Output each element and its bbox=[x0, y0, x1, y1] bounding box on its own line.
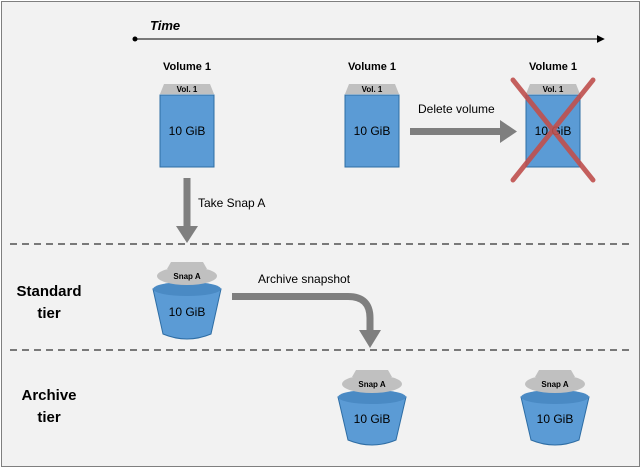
snapshot-tag-shape bbox=[167, 262, 207, 269]
volume-tag: Vol. 1 bbox=[543, 85, 564, 94]
snapshot-size: 10 GiB bbox=[354, 412, 391, 426]
snapshot-bucket-standard: Snap A 10 GiB bbox=[152, 262, 222, 340]
snapshot-tag-shape bbox=[535, 370, 575, 377]
standard-tier-label-line2: tier bbox=[37, 305, 61, 322]
volume-tag-shape bbox=[345, 84, 399, 94]
volume-tag: Vol. 1 bbox=[362, 85, 383, 94]
bucket-rim bbox=[153, 282, 221, 296]
volume-card-1: Volume 1 Vol. 1 10 GiB bbox=[159, 61, 215, 168]
snapshot-size: 10 GiB bbox=[537, 412, 574, 426]
volume-card-2: Volume 1 Vol. 1 10 GiB bbox=[344, 61, 400, 168]
snapshot-tag: Snap A bbox=[173, 272, 200, 281]
volume-tag-shape bbox=[526, 84, 580, 94]
snapshot-tag: Snap A bbox=[541, 380, 568, 389]
archive-snapshot-arrow bbox=[232, 293, 381, 348]
volume-tag-shape bbox=[160, 84, 214, 94]
archive-tier-label-line1: Archive bbox=[21, 387, 76, 404]
volume-title: Volume 1 bbox=[348, 61, 396, 73]
bucket-body bbox=[520, 396, 590, 446]
delete-volume-label: Delete volume bbox=[418, 102, 495, 116]
archive-snapshot-label: Archive snapshot bbox=[258, 272, 351, 286]
volume-body bbox=[344, 94, 400, 168]
volume-card-3: Volume 1 Vol. 1 10 GiB bbox=[510, 61, 596, 183]
bucket-rim bbox=[338, 390, 406, 404]
timeline-label: Time bbox=[150, 18, 180, 33]
bucket-body bbox=[337, 396, 407, 446]
delete-volume-arrow bbox=[410, 120, 517, 143]
snapshot-bucket-archive-1: Snap A 10 GiB bbox=[337, 370, 407, 446]
take-snap-arrow bbox=[176, 178, 198, 243]
snapshot-size: 10 GiB bbox=[169, 305, 206, 319]
snapshot-tag-base bbox=[342, 375, 402, 393]
snapshot-tag: Snap A bbox=[358, 380, 385, 389]
snapshot-tag-shape bbox=[352, 370, 392, 377]
bucket-body bbox=[152, 288, 222, 340]
snapshot-tag-base bbox=[157, 267, 217, 285]
volume-size: 10 GiB bbox=[169, 124, 206, 138]
archive-tier-label-line2: tier bbox=[37, 409, 61, 426]
snapshot-tag-base bbox=[525, 375, 585, 393]
deleted-cross-icon bbox=[510, 77, 596, 183]
volume-size: 10 GiB bbox=[354, 124, 391, 138]
volume-title: Volume 1 bbox=[163, 61, 211, 73]
take-snap-label: Take Snap A bbox=[198, 196, 265, 210]
volume-tag: Vol. 1 bbox=[177, 85, 198, 94]
volume-title: Volume 1 bbox=[529, 61, 577, 73]
volume-body bbox=[159, 94, 215, 168]
snapshot-bucket-archive-2: Snap A 10 GiB bbox=[520, 370, 590, 446]
standard-tier-label-line1: Standard bbox=[16, 283, 81, 300]
bucket-rim bbox=[521, 390, 589, 404]
